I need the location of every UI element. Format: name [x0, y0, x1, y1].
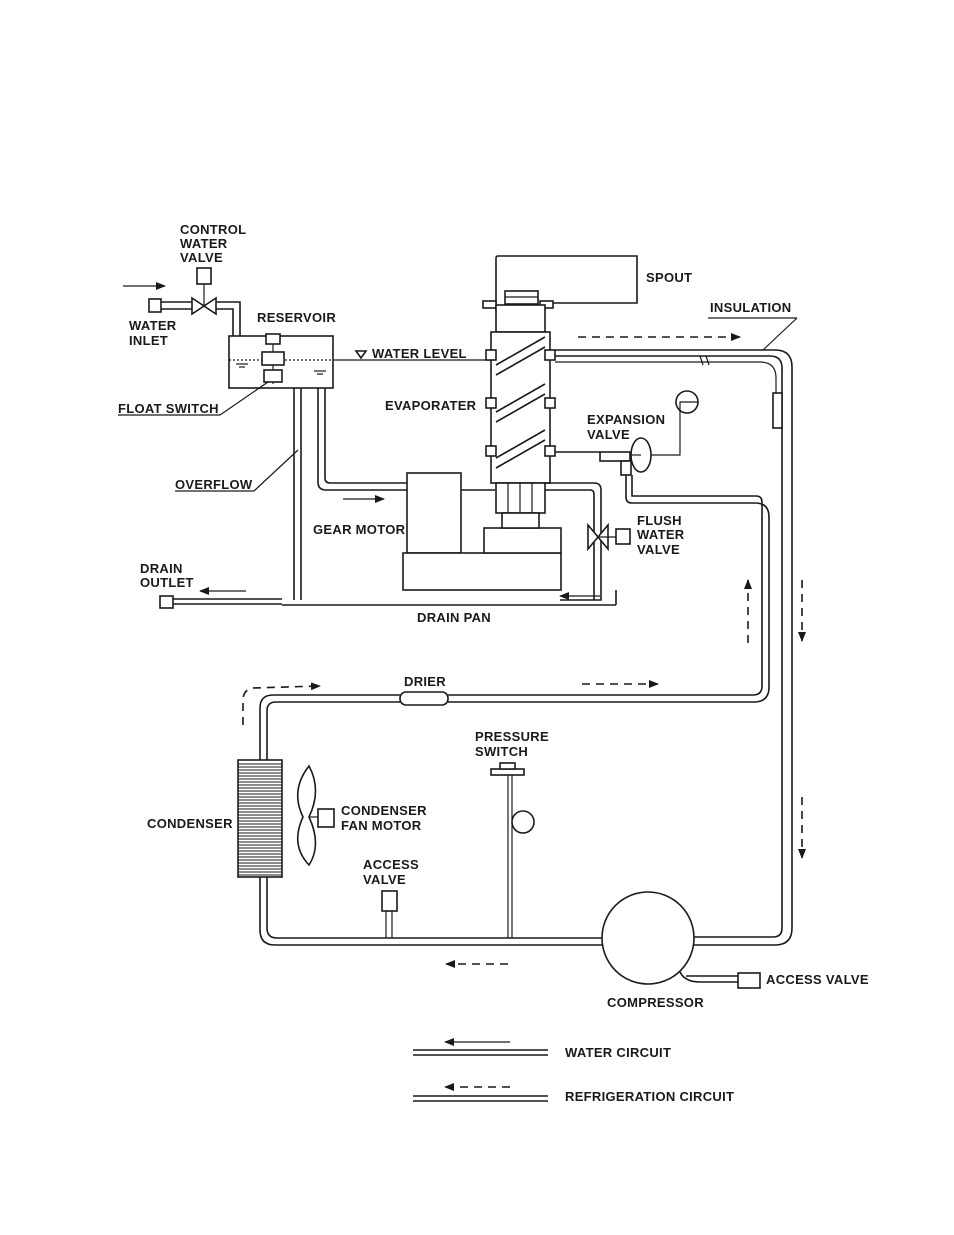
legend	[413, 1042, 548, 1101]
label-access-valve-left: ACCESS VALVE	[363, 857, 423, 887]
water-inlet-fitting	[149, 299, 161, 312]
refrigerant-flow-arrow	[243, 686, 320, 725]
evaporator	[483, 256, 637, 528]
label-float-switch: FLOAT SWITCH	[118, 401, 219, 416]
pressure-switch	[491, 763, 534, 938]
label-drier: DRIER	[404, 674, 446, 689]
access-valve-right	[738, 973, 760, 988]
label-drain-outlet: DRAIN OUTLET	[140, 561, 194, 590]
expansion-valve-bulb	[773, 393, 782, 428]
label-water-level: WATER LEVEL	[372, 346, 467, 361]
label-pressure-switch: PRESSURE SWITCH	[475, 729, 553, 759]
label-gear-motor: GEAR MOTOR	[313, 522, 406, 537]
label-access-valve-right: ACCESS VALVE	[766, 972, 869, 987]
drain-outlet-fitting	[160, 596, 173, 608]
float-switch	[262, 334, 284, 384]
label-drain-pan: DRAIN PAN	[417, 610, 491, 625]
label-insulation: INSULATION	[710, 300, 791, 315]
water-level-marker	[356, 351, 366, 358]
compressor	[602, 892, 694, 984]
label-flush-water-valve: FLUSH WATER VALVE	[637, 513, 688, 557]
label-spout: SPOUT	[646, 270, 692, 285]
label-condenser: CONDENSER	[147, 816, 233, 831]
label-evaporater: EVAPORATER	[385, 398, 477, 413]
condenser-fan	[298, 766, 334, 865]
label-control-water-valve: CONTROL WATER VALVE	[180, 222, 250, 265]
label-condenser-fan-motor: CONDENSER FAN MOTOR	[341, 803, 431, 833]
control-water-valve	[192, 268, 216, 314]
label-reservoir: RESERVOIR	[257, 310, 336, 325]
label-compressor: COMPRESSOR	[607, 995, 704, 1010]
label-expansion-valve: EXPANSION VALVE	[587, 412, 669, 442]
access-valve-left	[382, 891, 397, 938]
label-water-inlet: WATER INLET	[129, 318, 180, 348]
label-overflow: OVERFLOW	[175, 477, 253, 492]
legend-refrigeration-circuit: REFRIGERATION CIRCUIT	[565, 1089, 734, 1104]
legend-water-circuit: WATER CIRCUIT	[565, 1045, 671, 1060]
drier	[400, 692, 448, 705]
